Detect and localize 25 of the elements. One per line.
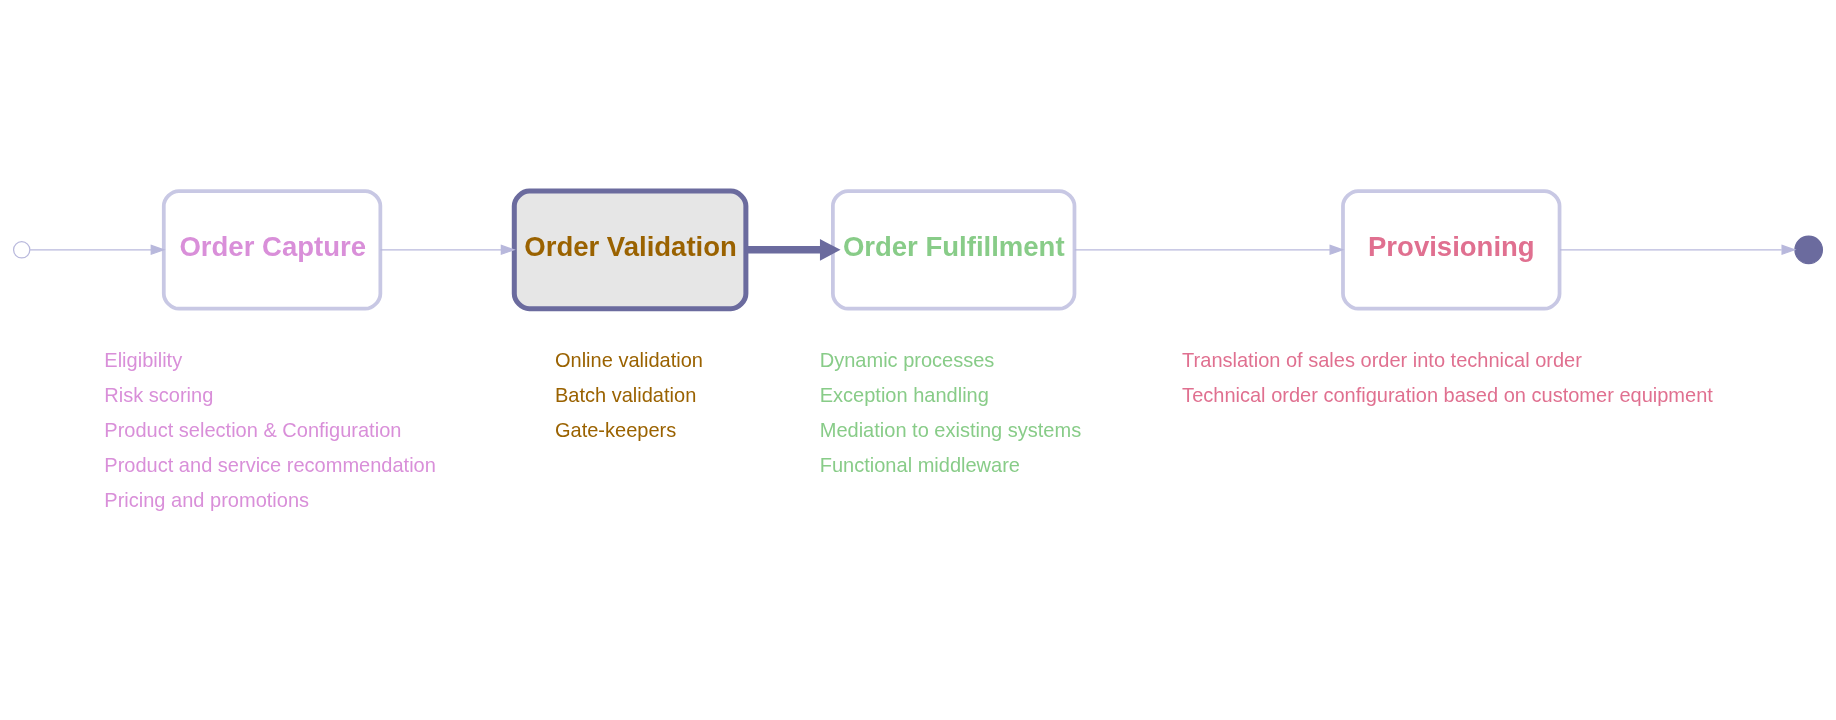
arrow bbox=[1074, 244, 1345, 256]
node-box: Provisioning bbox=[1341, 189, 1562, 311]
node-label: Technical order configuration based on customer equipment bbox=[1182, 384, 1713, 407]
node-label: Exception handling bbox=[819, 384, 989, 407]
node-label: Pricing and promotions bbox=[104, 489, 310, 512]
node-label: Gate-keepers bbox=[554, 419, 677, 442]
node-label: Eligibility bbox=[104, 349, 183, 372]
arrow bbox=[29, 244, 166, 256]
node-label: Batch validation bbox=[554, 384, 697, 407]
node-label: Functional middleware bbox=[819, 454, 1020, 477]
node-label: Product selection & Configuration bbox=[104, 419, 402, 442]
node-circle bbox=[12, 241, 31, 259]
node-label: Mediation to existing systems bbox=[819, 419, 1082, 442]
node-label: Translation of sales order into technical order bbox=[1182, 349, 1582, 372]
node-label: Product and service recommendation bbox=[104, 454, 436, 477]
node-label: Risk scoring bbox=[104, 384, 214, 407]
node-box: Order Fulfillment bbox=[831, 189, 1077, 311]
node-label: Dynamic processes bbox=[819, 349, 995, 372]
node-label: Online validation bbox=[554, 349, 703, 372]
arrow bbox=[379, 244, 516, 256]
node-box: Order Capture bbox=[161, 189, 383, 311]
arrow bbox=[1559, 244, 1797, 256]
arrow bbox=[745, 239, 841, 261]
node-circle bbox=[1794, 235, 1824, 265]
node-box: Order Validation bbox=[511, 188, 749, 312]
